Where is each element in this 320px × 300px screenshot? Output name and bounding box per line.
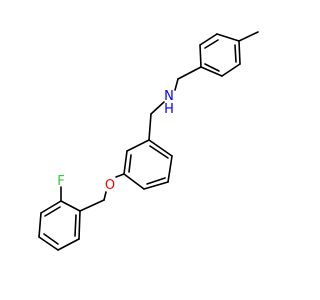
- bond: [60, 200, 81, 212]
- fluorine-atom: F: [57, 174, 64, 189]
- fluorophenyl-ring: [38, 200, 81, 251]
- bond: [216, 33, 240, 42]
- bond: [143, 181, 169, 190]
- oxygen-atom: O: [105, 178, 115, 193]
- molecule-structure: N H O F: [38, 31, 259, 251]
- bond: [148, 113, 152, 141]
- structure-canvas: N H O F: [38, 31, 259, 251]
- bond: [57, 238, 80, 251]
- methyl-bond: [238, 31, 259, 42]
- bond-double: [149, 145, 169, 159]
- atom-label-o: O: [105, 178, 115, 193]
- bond: [79, 199, 105, 212]
- bond: [221, 63, 241, 77]
- bond-double: [44, 206, 61, 217]
- bond-double: [234, 44, 237, 63]
- bond: [40, 200, 62, 214]
- bond: [150, 101, 165, 115]
- bond: [115, 173, 125, 178]
- nitrogen-atom: N H: [164, 89, 174, 117]
- bond-double: [43, 233, 59, 245]
- bond: [148, 139, 173, 157]
- atom-label-h: H: [164, 102, 174, 117]
- central-benzene-ring: [123, 139, 173, 190]
- bond: [38, 236, 59, 251]
- bond-double: [128, 154, 132, 173]
- bond: [199, 33, 218, 46]
- bond: [123, 173, 145, 190]
- bond: [123, 150, 128, 175]
- bond: [199, 44, 202, 68]
- bond-double: [74, 214, 77, 237]
- bond-double: [146, 177, 166, 185]
- bond: [78, 210, 81, 240]
- bond: [38, 212, 42, 238]
- bond: [167, 155, 173, 183]
- bond: [103, 191, 107, 201]
- bond-double: [204, 39, 219, 49]
- methylphenyl-ring: [199, 33, 241, 77]
- bond: [238, 40, 241, 65]
- bond: [174, 78, 179, 91]
- bond: [126, 139, 150, 152]
- bond: [177, 66, 202, 80]
- bond: [200, 66, 223, 77]
- atom-label-n: N: [164, 89, 174, 104]
- bond-double: [204, 63, 220, 72]
- atom-label-f: F: [57, 174, 64, 189]
